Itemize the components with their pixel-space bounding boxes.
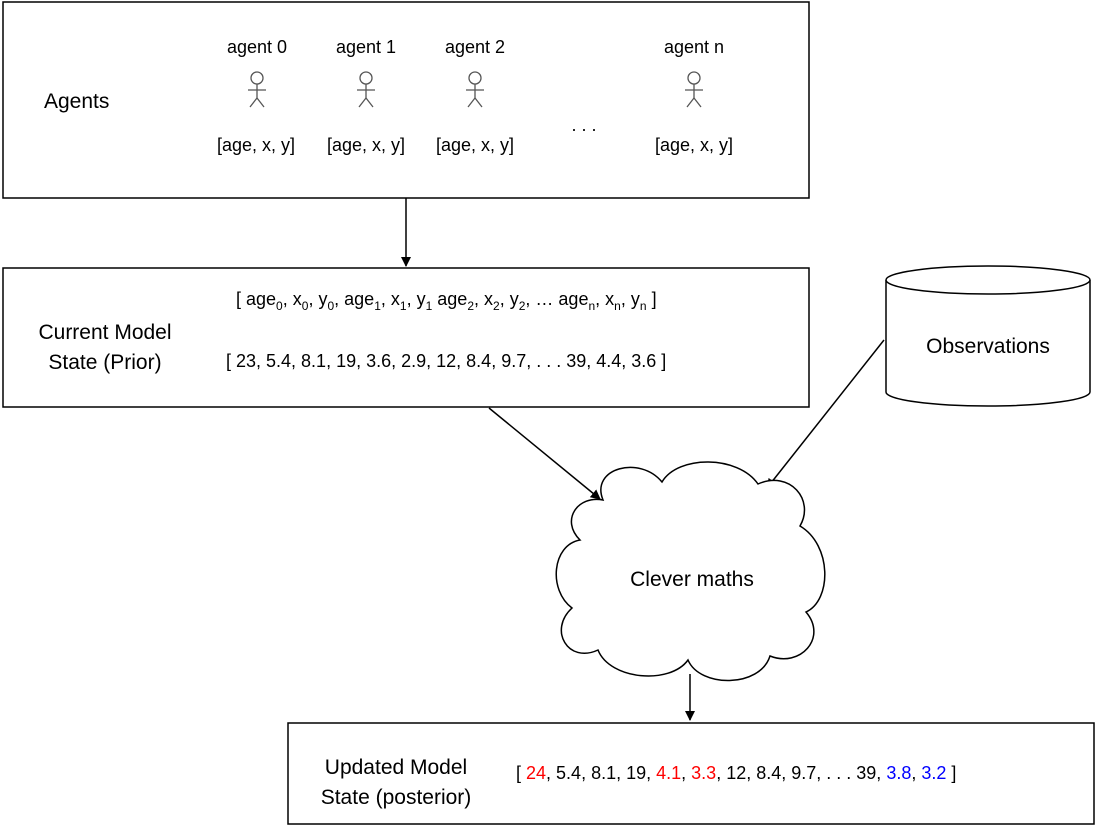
agent-attrs: [age, x, y] [436,135,514,155]
posterior-value-observed: 3.2 [921,763,946,783]
posterior-value-changed: 3.3 [691,763,716,783]
cloud-shape: Clever maths [555,461,826,682]
agent-2: agent 2 [age, x, y] [436,37,514,155]
cloud-label: Clever maths [630,568,754,591]
observations-label: Observations [926,335,1050,358]
stick-figure-icon [248,71,266,108]
agent-name: agent n [664,37,724,57]
posterior-box: Updated Model State (posterior) [ 24, 5.… [287,722,1095,825]
posterior-values: [ 24, 5.4, 8.1, 19, 4.1, 3.3, 12, 8.4, 9… [516,763,956,783]
observations-cylinder: Observations [885,265,1091,407]
posterior-value-observed: 3.8 [886,763,911,783]
prior-label-line1: Current Model [38,321,171,344]
stick-figure-icon [466,71,484,108]
agent-n: agent n [age, x, y] [655,37,733,155]
agent-attrs: [age, x, y] [217,135,295,155]
prior-box: Current Model State (Prior) [ age0, x0, … [2,267,810,408]
arrow-prior-to-cloud [488,407,601,500]
agent-attrs: [age, x, y] [655,135,733,155]
posterior-value: , [911,763,921,783]
posterior-value: , 5.4, 8.1, 19, [546,763,656,783]
prior-values: [ 23, 5.4, 8.1, 19, 3.6, 2.9, 12, 8.4, 9… [226,351,666,371]
stick-figure-icon [357,71,375,108]
agents-label: Agents [44,90,109,113]
posterior-label-line1: Updated Model [325,756,467,779]
stick-figure-icon [685,71,703,108]
agent-name: agent 1 [336,37,396,57]
agent-name: agent 2 [445,37,505,57]
open-bracket: [ [516,763,526,783]
posterior-label-line2: State (posterior) [321,786,472,809]
agents-box: Agents agent 0 [age, x, y] agent 1 [2,1,810,199]
agent-1: agent 1 [age, x, y] [327,37,405,155]
agent-name: agent 0 [227,37,287,57]
prior-label-line2: State (Prior) [48,351,161,374]
agent-0: agent 0 [age, x, y] [217,37,295,155]
posterior-value: , 12, 8.4, 9.7, . . . 39, [716,763,886,783]
agents-ellipsis: . . . [571,115,596,135]
close-bracket: ] [946,763,956,783]
agent-attrs: [age, x, y] [327,135,405,155]
posterior-value-changed: 4.1 [656,763,681,783]
arrow-observations-to-cloud [766,339,885,489]
posterior-value-changed: 24 [526,763,546,783]
posterior-value: , [681,763,691,783]
